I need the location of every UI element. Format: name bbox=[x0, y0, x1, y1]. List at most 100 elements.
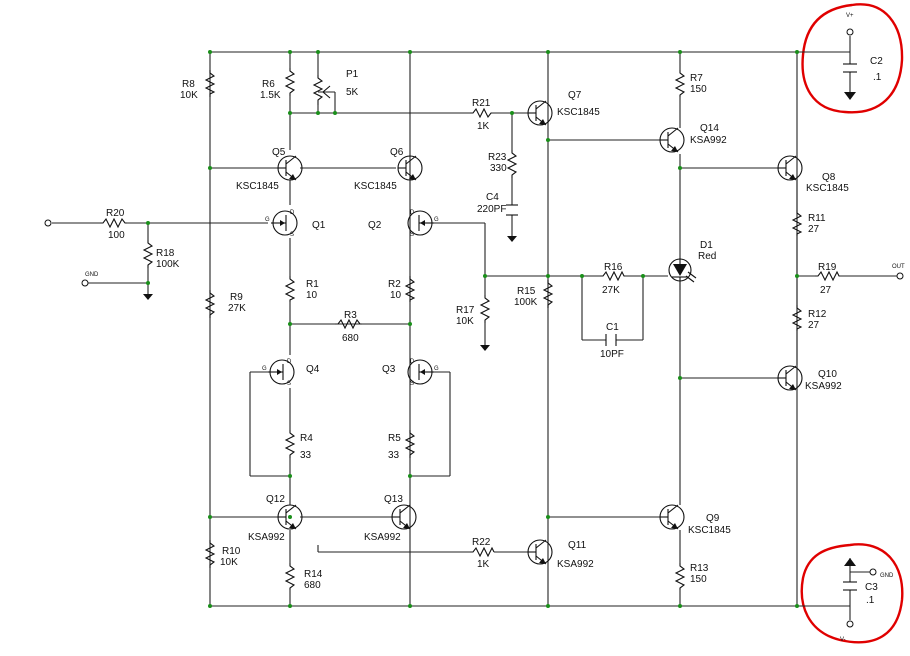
r3-value: 680 bbox=[342, 333, 359, 344]
q12-part: KSA992 bbox=[248, 532, 285, 543]
q14-part: KSA992 bbox=[690, 135, 727, 146]
q7-part: KSC1845 bbox=[557, 107, 600, 118]
r21-ref: R21 bbox=[472, 98, 491, 109]
r16-value: 27K bbox=[602, 285, 620, 296]
q7-ref: Q7 bbox=[568, 90, 582, 101]
q11-ref: Q11 bbox=[568, 540, 587, 551]
c1-value: 10PF bbox=[600, 349, 624, 360]
q6-part: KSC1845 bbox=[354, 181, 397, 192]
r6-value: 1.5K bbox=[260, 90, 281, 101]
r7-value: 150 bbox=[690, 84, 707, 95]
r16-ref: R16 bbox=[604, 262, 623, 273]
c2-ref: C2 bbox=[870, 56, 883, 67]
q3-pin-d: D bbox=[410, 359, 415, 365]
c4-ref: C4 bbox=[486, 192, 499, 203]
gnd-label-left: GND bbox=[85, 272, 99, 278]
r1-ref: R1 bbox=[306, 279, 319, 290]
d1-ref: D1 bbox=[700, 240, 713, 251]
q2-ref: Q2 bbox=[368, 220, 382, 231]
r12-ref: R12 bbox=[808, 309, 827, 320]
wires bbox=[52, 36, 898, 620]
q4-pin-d: D bbox=[287, 359, 292, 365]
r4-value: 33 bbox=[300, 450, 312, 461]
q1-pin-d: D bbox=[290, 210, 295, 216]
component-labels: R8 10K R6 1.5K P1 5K R21 1K R23 330 C4 2… bbox=[85, 13, 905, 643]
r8-ref: R8 bbox=[182, 79, 195, 90]
r13-ref: R13 bbox=[690, 563, 709, 574]
resistor-symbols bbox=[100, 68, 840, 590]
r17-ref: R17 bbox=[456, 305, 475, 316]
r14-ref: R14 bbox=[304, 569, 323, 580]
r18-value: 100K bbox=[156, 259, 180, 270]
q12-ref: Q12 bbox=[266, 494, 285, 505]
r11-ref: R11 bbox=[808, 213, 826, 224]
ground-and-terminals bbox=[44, 28, 904, 628]
capacitor-symbols bbox=[506, 63, 857, 591]
r7-ref: R7 bbox=[690, 73, 703, 84]
q2-pin-g: G bbox=[434, 217, 439, 223]
r14-value: 680 bbox=[304, 580, 321, 591]
out-label: OUT bbox=[892, 264, 905, 270]
r10-ref: R10 bbox=[222, 546, 241, 557]
q1-ref: Q1 bbox=[312, 220, 326, 231]
r22-value: 1K bbox=[477, 559, 490, 570]
r15-ref: R15 bbox=[517, 286, 536, 297]
q1-pin-g: G bbox=[265, 217, 270, 223]
r23-value: 330 bbox=[490, 163, 507, 174]
r9-value: 27K bbox=[228, 303, 246, 314]
r20-value: 100 bbox=[108, 230, 125, 241]
r21-value: 1K bbox=[477, 121, 490, 132]
r15-value: 100K bbox=[514, 297, 538, 308]
q13-part: KSA992 bbox=[364, 532, 401, 543]
q5-ref: Q5 bbox=[272, 147, 286, 158]
q2-pin-d: D bbox=[410, 210, 415, 216]
p1-value: 5K bbox=[346, 87, 359, 98]
r10-value: 10K bbox=[220, 557, 238, 568]
q10-ref: Q10 bbox=[818, 369, 837, 380]
r5-value: 33 bbox=[388, 450, 400, 461]
r4-ref: R4 bbox=[300, 433, 313, 444]
r2-value: 10 bbox=[390, 290, 402, 301]
q11-part: KSA992 bbox=[557, 559, 594, 570]
r1-value: 10 bbox=[306, 290, 318, 301]
transistor-q1: G D S Q1 bbox=[265, 210, 326, 238]
transistor-q3: G D S Q3 bbox=[382, 359, 439, 387]
vminus-highlight-circle bbox=[800, 543, 904, 644]
q3-pin-s: S bbox=[410, 381, 414, 387]
q13-ref: Q13 bbox=[384, 494, 403, 505]
transistor-q2: G D S Q2 bbox=[368, 210, 439, 238]
q4-ref: Q4 bbox=[306, 364, 320, 375]
q3-pin-g: G bbox=[434, 366, 439, 372]
q9-ref: Q9 bbox=[706, 513, 720, 524]
q3-ref: Q3 bbox=[382, 364, 396, 375]
q8-ref: Q8 bbox=[822, 172, 836, 183]
q2-pin-s: S bbox=[410, 232, 414, 238]
r22-ref: R22 bbox=[472, 537, 491, 548]
vplus-highlight-circle bbox=[801, 3, 904, 114]
r17-value: 10K bbox=[456, 316, 474, 327]
d1-value: Red bbox=[698, 251, 716, 262]
r11-value: 27 bbox=[808, 224, 820, 235]
c3-ref: C3 bbox=[865, 582, 878, 593]
r23-ref: R23 bbox=[488, 152, 507, 163]
r12-value: 27 bbox=[808, 320, 820, 331]
r2-ref: R2 bbox=[388, 279, 401, 290]
junction-dots bbox=[146, 50, 799, 608]
q4-pin-g: G bbox=[262, 366, 267, 372]
q6-ref: Q6 bbox=[390, 147, 404, 158]
q8-part: KSC1845 bbox=[806, 183, 849, 194]
q1-pin-s: S bbox=[290, 232, 294, 238]
vminus-label: V- bbox=[840, 637, 846, 643]
q9-part: KSC1845 bbox=[688, 525, 731, 536]
r6-ref: R6 bbox=[262, 79, 275, 90]
r5-ref: R5 bbox=[388, 433, 401, 444]
vplus-label: V+ bbox=[846, 13, 854, 19]
